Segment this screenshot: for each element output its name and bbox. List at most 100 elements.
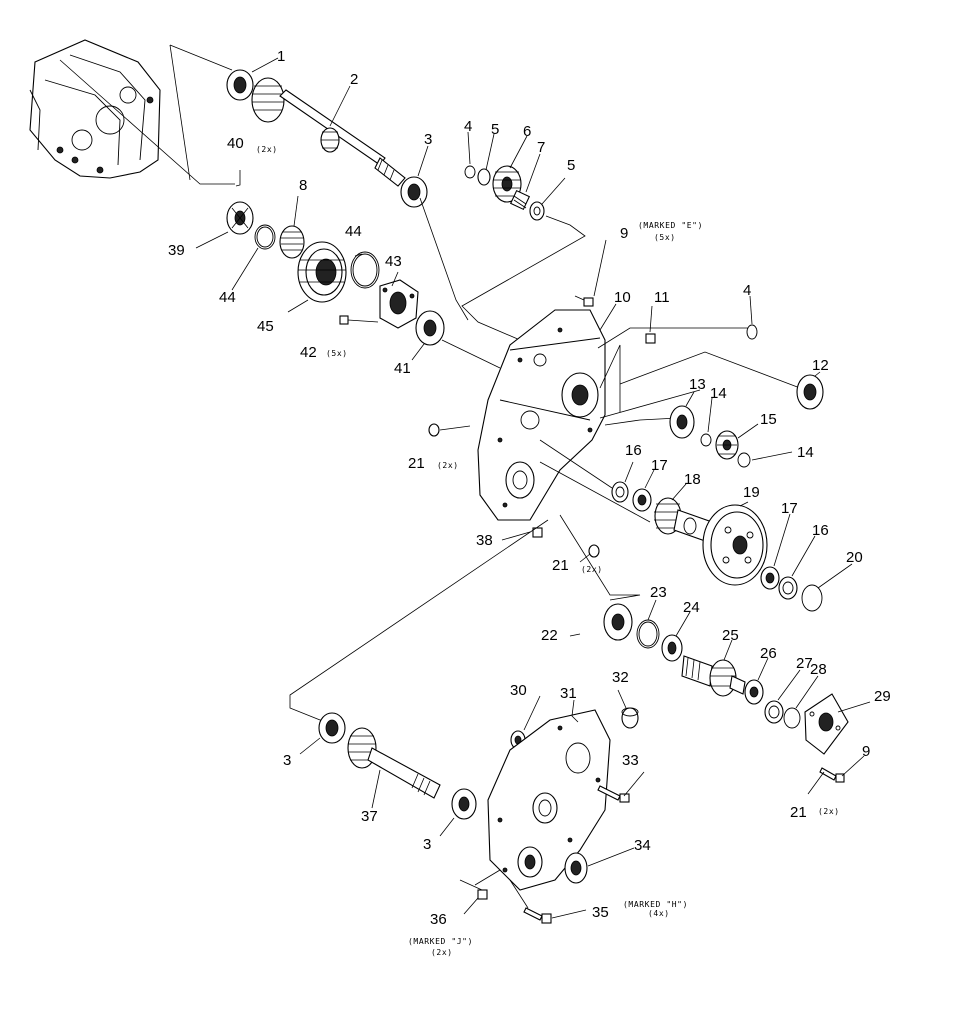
callout-10: 10 [614, 289, 631, 306]
note-marked-h: (MARKED "H") [623, 900, 688, 909]
callout-44-left: 44 [219, 289, 236, 306]
plug-38 [532, 527, 543, 538]
note-4x: (4x) [648, 909, 670, 918]
callout-38: 38 [476, 532, 493, 549]
bearing-3-lower-right [451, 788, 477, 820]
note-2x-21-lower: (2x) [818, 807, 840, 816]
gear-45 [297, 241, 347, 303]
race-16-b [778, 576, 798, 600]
callout-43: 43 [385, 253, 402, 270]
callout-21-middle: 21 [552, 557, 569, 574]
note-2x-36: (2x) [431, 948, 453, 957]
callout-17-lower: 17 [781, 500, 798, 517]
callout-40: 40 [227, 135, 244, 152]
race-23 [636, 619, 660, 649]
gear-6 [492, 165, 522, 203]
cap-32 [621, 707, 639, 729]
callout-18: 18 [684, 471, 701, 488]
transmission-housing-illustration [29, 39, 235, 185]
callout-30: 30 [510, 682, 527, 699]
note-marked-e: (MARKED "E") [638, 221, 703, 230]
callout-26: 26 [760, 645, 777, 662]
callout-16-upper: 16 [625, 442, 642, 459]
callout-37: 37 [361, 808, 378, 825]
shim-28 [783, 707, 801, 729]
callout-42: 42 [300, 344, 317, 361]
callout-8: 8 [299, 177, 307, 194]
bearing-22 [603, 603, 633, 641]
callout-32: 32 [612, 669, 629, 686]
callout-2: 2 [350, 71, 358, 88]
bearing-1 [226, 69, 254, 101]
note-5x-upper: (5x) [654, 233, 676, 242]
gear-shaft-18 [654, 497, 713, 543]
race-27 [764, 700, 784, 724]
pin-21-a [428, 423, 471, 437]
callout-34: 34 [634, 837, 651, 854]
callout-39: 39 [168, 242, 185, 259]
callout-5-upper: 5 [491, 121, 499, 138]
note-2x-40: (2x) [256, 145, 278, 154]
race-16-a [611, 481, 629, 503]
input-shaft-2 [251, 77, 406, 187]
screw-42 [339, 315, 379, 325]
callout-25: 25 [722, 627, 739, 644]
bearing-41 [415, 310, 445, 346]
screw-36 [459, 869, 501, 900]
screw-9-lower [819, 767, 845, 783]
bearing-12 [796, 374, 824, 410]
callout-33: 33 [622, 752, 639, 769]
callout-4-upper: 4 [464, 118, 472, 135]
retainer-43 [379, 279, 419, 329]
callout-3-lower-left: 3 [283, 752, 291, 769]
callout-31: 31 [560, 685, 577, 702]
snap-ring-14-a [700, 433, 712, 447]
washer-5-a [477, 168, 491, 186]
cover-29 [804, 693, 849, 755]
callout-28: 28 [810, 661, 827, 678]
callout-29: 29 [874, 688, 891, 705]
callout-27: 27 [796, 655, 813, 672]
pinion-shaft-25 [681, 655, 746, 697]
needle-bearing-7 [509, 189, 531, 211]
callout-7: 7 [537, 139, 545, 156]
note-5x-42: (5x) [326, 349, 348, 358]
callout-4-right: 4 [743, 282, 751, 299]
callout-3-lower-right: 3 [423, 836, 431, 853]
pin-21-b [588, 544, 600, 558]
note-marked-j: (MARKED "J") [408, 937, 473, 946]
callout-9-lower: 9 [862, 743, 870, 760]
plug-11 [645, 333, 656, 344]
callout-19: 19 [743, 484, 760, 501]
o-ring-44-a [254, 224, 276, 250]
washer-5-b [529, 201, 545, 221]
callout-9-upper: 9 [620, 225, 628, 242]
needle-bearing-8 [279, 225, 305, 259]
callout-13: 13 [689, 376, 706, 393]
bearing-26 [744, 679, 764, 705]
callout-16-lower: 16 [812, 522, 829, 539]
callout-14-upper: 14 [710, 385, 727, 402]
callout-45: 45 [257, 318, 274, 335]
callout-17-upper: 17 [651, 457, 668, 474]
callout-23: 23 [650, 584, 667, 601]
snap-ring-14-b [737, 452, 751, 468]
center-housing-10 [477, 309, 606, 521]
snap-ring-4-upper [464, 165, 476, 179]
callout-15: 15 [760, 411, 777, 428]
callout-1: 1 [277, 48, 285, 65]
callout-14-lower: 14 [797, 444, 814, 461]
gear-15 [715, 430, 739, 460]
bearing-3-lower-left [318, 712, 346, 744]
callout-21-upper: 21 [408, 455, 425, 472]
callout-41: 41 [394, 360, 411, 377]
callout-21-lower: 21 [790, 804, 807, 821]
callout-22: 22 [541, 627, 558, 644]
bearing-24 [661, 634, 683, 662]
callout-12: 12 [812, 357, 829, 374]
screw-33 [597, 785, 630, 803]
callout-5-lower: 5 [567, 157, 575, 174]
lower-cover-31 [487, 709, 611, 891]
bearing-3-upper [400, 176, 428, 208]
